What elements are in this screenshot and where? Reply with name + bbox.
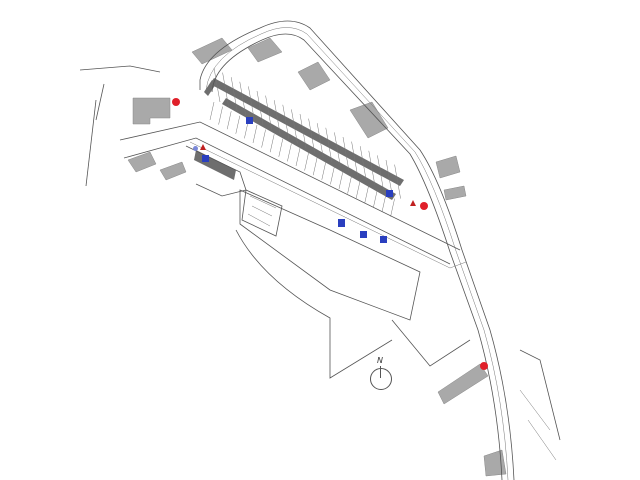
- parking-sign-icon[interactable]: [202, 155, 209, 162]
- parking-stall-line: [312, 157, 318, 176]
- parking-sign-icon[interactable]: [193, 146, 198, 151]
- red-circle-icon[interactable]: [480, 362, 488, 370]
- north-arrow-compass: [370, 368, 392, 390]
- parking-stall-line: [368, 150, 376, 185]
- parking-stall-line: [269, 134, 275, 153]
- parking-stall-line: [355, 180, 361, 199]
- parking-stall-line: [308, 118, 315, 153]
- parking-stall-line: [325, 127, 333, 162]
- buildings: [127, 37, 507, 477]
- red-circle-icon[interactable]: [420, 202, 428, 210]
- parking-stall-line: [239, 81, 247, 116]
- parking-stalls: [209, 67, 401, 217]
- red-triangle-icon[interactable]: [410, 200, 416, 206]
- parking-stall-line: [321, 161, 327, 180]
- parking-sign-icon[interactable]: [246, 117, 253, 124]
- parking-stall-line: [299, 113, 307, 149]
- parking-stall-line: [209, 101, 215, 121]
- north-arrow-line: [380, 366, 381, 378]
- parking-sign-icon[interactable]: [386, 190, 393, 197]
- parking-stall-line: [287, 143, 292, 162]
- parking-stall-line: [295, 147, 301, 167]
- parking-stall-line: [265, 95, 272, 130]
- parking-stall-line: [334, 132, 341, 167]
- parking-stall-line: [342, 136, 350, 172]
- parking-stall-line: [330, 166, 335, 185]
- parking-stall-line: [373, 189, 378, 208]
- parking-stall-line: [273, 100, 281, 135]
- parking-stall-line: [359, 146, 367, 181]
- parking-stall-line: [248, 86, 255, 121]
- red-triangle-icon[interactable]: [200, 144, 206, 150]
- parking-stall-line: [316, 123, 324, 158]
- parking-stall-line: [304, 152, 309, 171]
- parking-stall-line: [256, 90, 264, 126]
- parking-stall-line: [291, 109, 298, 144]
- parking-rows: [194, 78, 404, 200]
- parking-stall-line: [351, 141, 358, 176]
- lot-lines: [79, 65, 561, 461]
- parking-stall-line: [338, 170, 344, 190]
- parking-stall-line: [385, 159, 393, 195]
- parking-stall-line: [222, 72, 229, 107]
- parking-sign-icon[interactable]: [338, 219, 345, 227]
- parking-stall-line: [252, 124, 258, 144]
- parking-stall-line: [364, 184, 370, 203]
- parking-stall-line: [278, 138, 284, 157]
- parking-stall-line: [377, 155, 384, 190]
- north-label: N: [377, 356, 383, 365]
- parking-sign-icon[interactable]: [380, 236, 387, 243]
- parking-stall-line: [230, 77, 238, 112]
- parking-stall-line: [381, 193, 387, 213]
- parking-stall-line: [235, 115, 241, 134]
- parking-stall-line: [226, 111, 232, 130]
- parking-stall-line: [394, 164, 401, 199]
- red-circle-icon[interactable]: [172, 98, 180, 106]
- parking-stall-line: [390, 198, 395, 217]
- parking-stall-line: [347, 175, 352, 194]
- parking-stall-line: [282, 104, 290, 139]
- roads: [119, 20, 515, 480]
- parking-stall-line: [218, 106, 223, 125]
- parking-stall-line: [213, 67, 221, 103]
- parking-stall-line: [261, 129, 266, 148]
- parking-sign-icon[interactable]: [360, 231, 367, 238]
